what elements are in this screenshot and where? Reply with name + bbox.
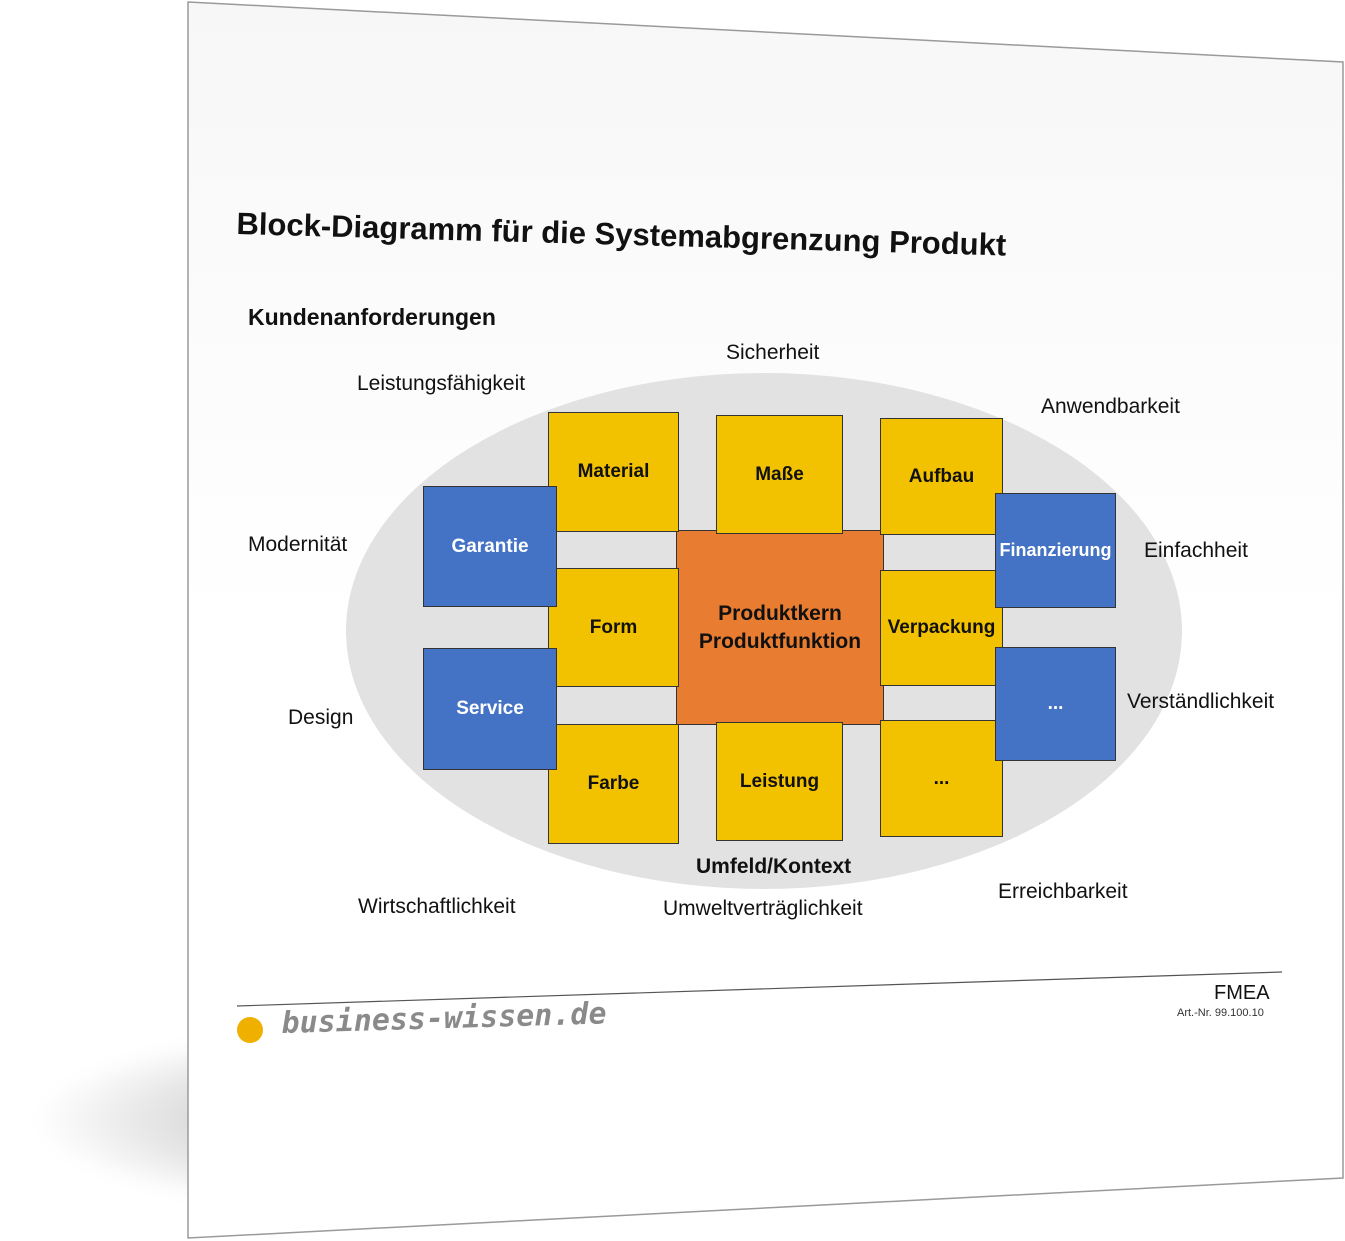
block-leistung-label: Leistung [739, 770, 820, 792]
label-sicherheit: Sicherheit [726, 341, 820, 364]
footer-divider [236, 971, 1283, 1007]
article-number: Art.-Nr. 99.100.10 [1177, 1007, 1264, 1019]
core-line-1: Produktkern [718, 601, 842, 625]
context-label: Umfeld/Kontext [696, 855, 852, 878]
label-verstaendlichkeit: Verständlichkeit [1127, 690, 1275, 713]
label-modernitaet: Modernität [248, 533, 348, 556]
requirements-heading: Kundenanforderungen [248, 304, 496, 330]
label-wirtschaftlichkeit: Wirtschaftlichkeit [358, 895, 516, 918]
block-leistung: Leistung [716, 722, 843, 841]
block-garantie-label: Garantie [451, 535, 529, 557]
block-aufbau-label: Aufbau [908, 465, 975, 487]
block-verpackung: Verpackung [880, 570, 1003, 686]
block-material: Material [548, 412, 679, 532]
block-service-label: Service [456, 698, 524, 719]
block-form-label: Form [589, 616, 638, 638]
label-umweltvertraeglichkeit: Umweltverträglichkeit [663, 897, 863, 920]
block-more-yellow: ... [880, 720, 1003, 837]
doc-type: FMEA [1214, 982, 1270, 1004]
block-service: Service [423, 648, 557, 770]
block-more-blue: ... [995, 647, 1116, 761]
block-farbe-label: Farbe [587, 773, 640, 794]
block-material-label: Material [577, 461, 650, 482]
block-verpackung-label: Verpackung [887, 617, 996, 638]
block-finanzierung: Finanzierung [995, 493, 1116, 608]
label-anwendbarkeit: Anwendbarkeit [1041, 395, 1180, 418]
label-einfachheit: Einfachheit [1144, 539, 1248, 562]
block-form: Form [548, 568, 679, 687]
label-design: Design [288, 706, 354, 729]
block-more-blue-label: ... [1047, 693, 1064, 714]
block-more-yellow-label: ... [933, 767, 950, 789]
block-masse-label: Maße [755, 463, 804, 485]
logo-dot-icon [237, 1017, 263, 1043]
block-aufbau: Aufbau [880, 418, 1003, 535]
label-leistungsfaehigkeit: Leistungsfähigkeit [357, 372, 526, 395]
block-farbe: Farbe [548, 724, 679, 844]
block-finanzierung-label: Finanzierung [999, 540, 1112, 560]
block-garantie: Garantie [423, 486, 557, 607]
core-block: Produktkern Produktfunktion [676, 530, 884, 725]
core-line-2: Produktfunktion [698, 629, 862, 653]
label-erreichbarkeit: Erreichbarkeit [998, 880, 1128, 903]
block-masse: Maße [716, 415, 843, 534]
